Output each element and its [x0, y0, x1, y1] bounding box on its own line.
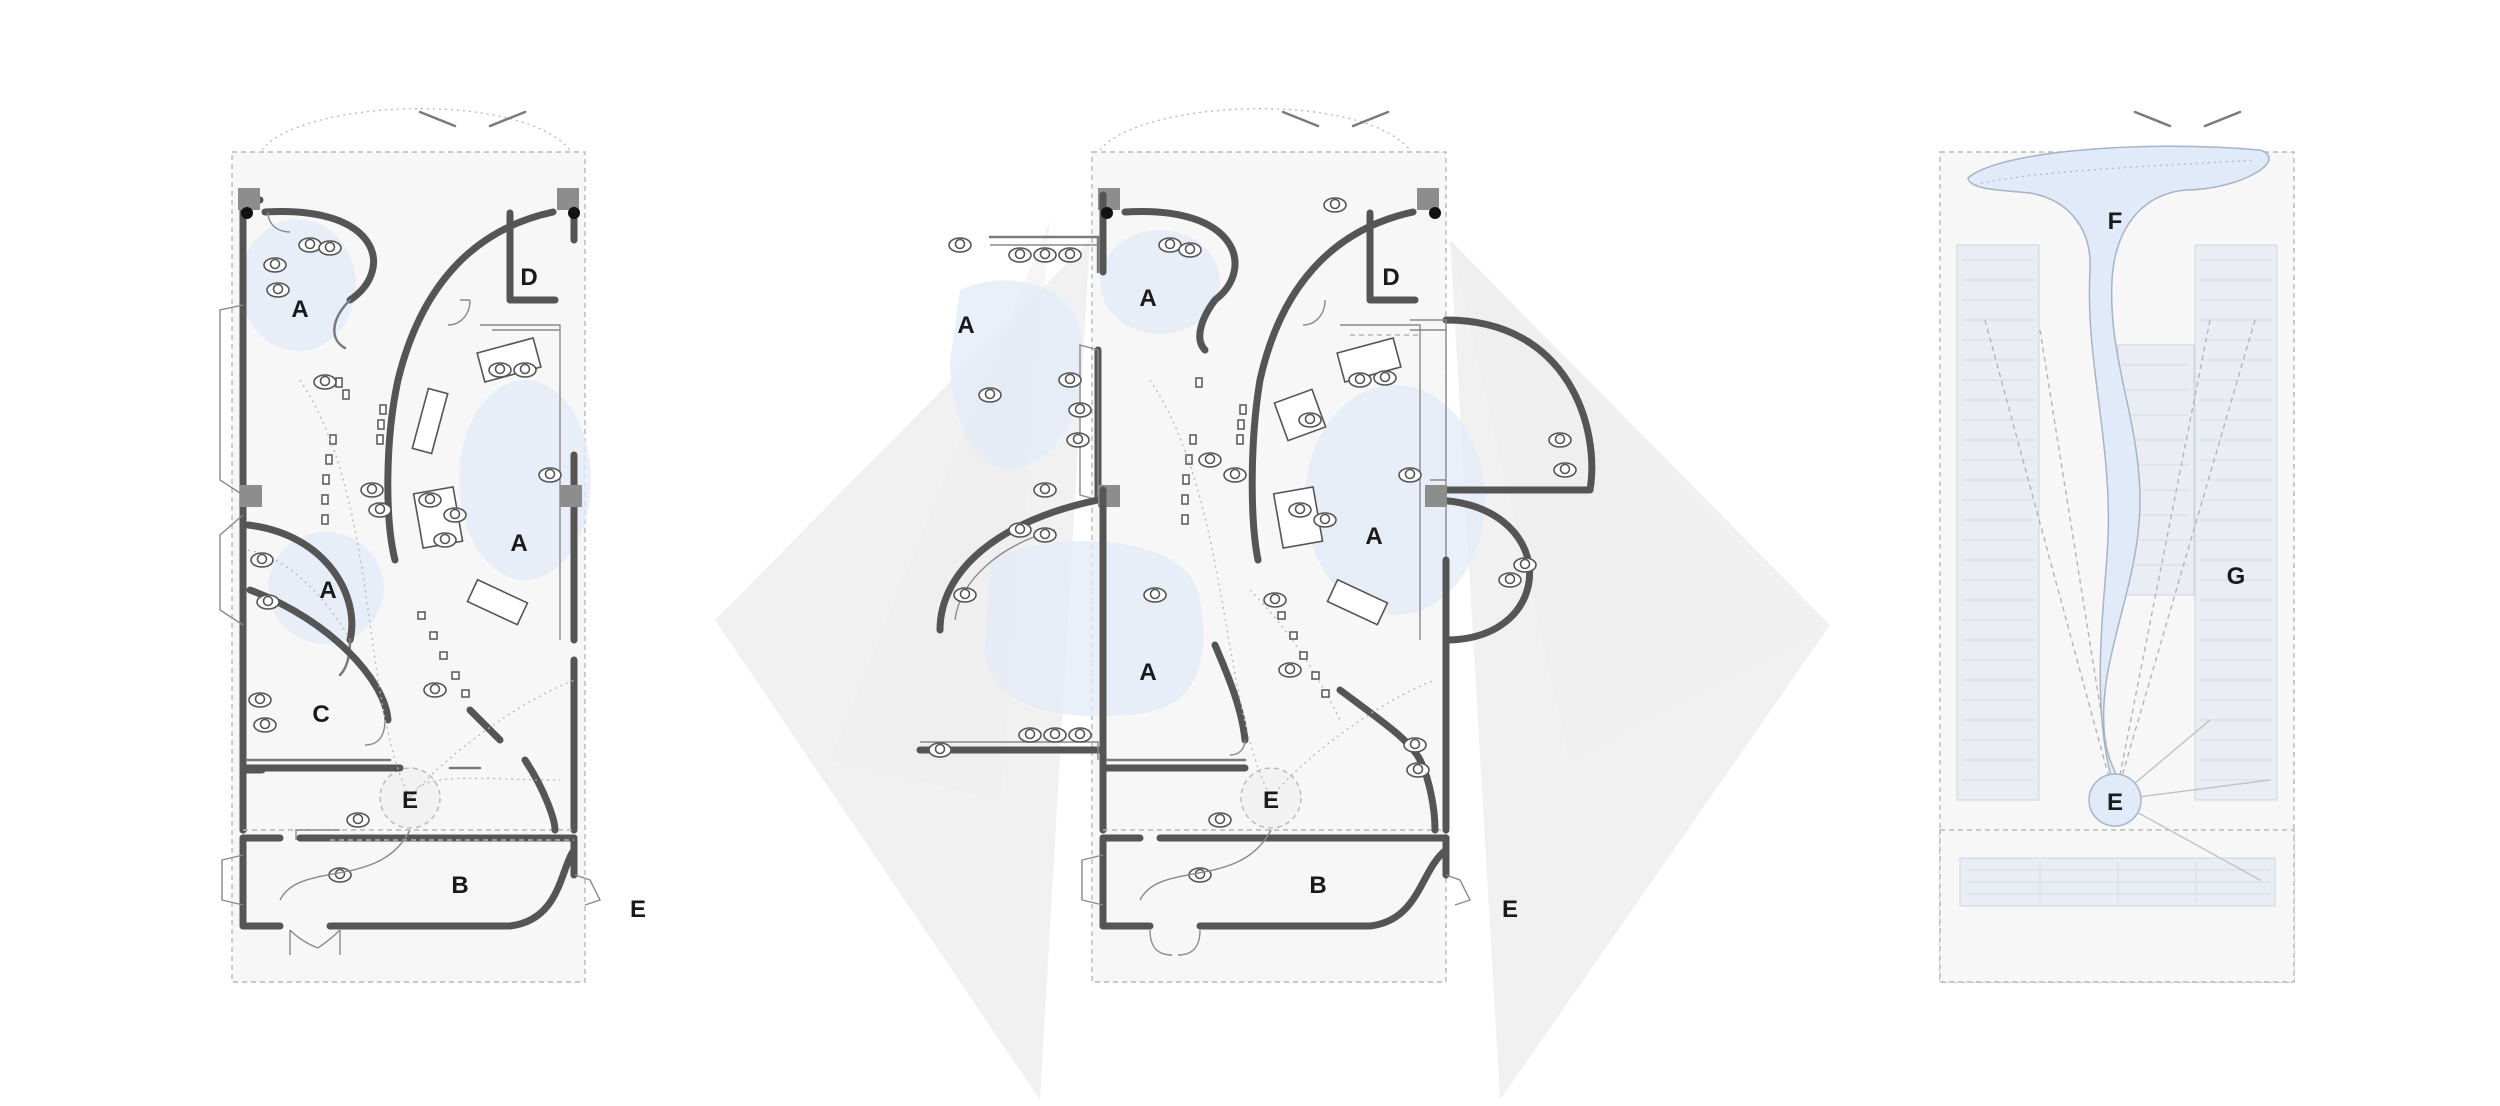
label-a: A	[1139, 285, 1156, 312]
hub-e-3	[2088, 773, 2142, 827]
label-d: D	[1382, 264, 1399, 291]
label-a: A	[510, 530, 527, 557]
plan-1-walls	[219, 188, 601, 955]
label-e: E	[1263, 787, 1279, 814]
room-d-walls	[506, 209, 559, 304]
curved-wall-4	[1121, 208, 1239, 354]
label-b: B	[451, 872, 468, 899]
label-a: A	[957, 312, 974, 339]
plan-2-walls	[1081, 188, 1471, 956]
shelving-bottom	[1959, 857, 2276, 907]
label-a: A	[1139, 659, 1156, 686]
furniture-2	[1272, 337, 1402, 626]
label-b: B	[1309, 872, 1326, 899]
label-e: E	[630, 896, 646, 923]
zone-a-right	[1305, 385, 1485, 615]
label-a: A	[1365, 523, 1382, 550]
zone-a-1	[240, 219, 356, 351]
curved-wall-5	[1248, 208, 1417, 564]
label-d: D	[520, 264, 537, 291]
plan-3-labels: F G E	[2107, 208, 2245, 816]
zone-a-2	[459, 380, 591, 580]
plan-2-labels: A A A D E B E	[957, 264, 1518, 923]
column-2	[568, 207, 580, 219]
curved-wall-1	[261, 208, 377, 304]
plan-3: F G E	[1939, 110, 2295, 983]
label-e: E	[402, 787, 418, 814]
label-a: A	[291, 296, 308, 323]
label-e: E	[1502, 896, 1518, 923]
funnel-f	[1967, 145, 2270, 781]
display-slots-1	[321, 377, 470, 698]
zone-a-bottom	[985, 540, 1204, 717]
display-slots-2	[1181, 377, 1330, 698]
label-c: C	[312, 701, 329, 728]
zone-a-left	[950, 280, 1083, 470]
shelving-left	[1956, 244, 2040, 801]
label-e: E	[2107, 789, 2123, 816]
label-g: G	[2227, 563, 2246, 590]
plan-1-labels: A A A C D E B E	[291, 264, 646, 923]
plan-2: A A A D E B E A	[715, 108, 1830, 1100]
label-f: F	[2108, 208, 2123, 235]
column-1	[241, 207, 253, 219]
plan-1: A A A C D E B E	[219, 108, 646, 983]
label-a: A	[319, 577, 336, 604]
hub-e-2	[1240, 767, 1302, 829]
column-4	[1429, 207, 1441, 219]
column-3	[1101, 207, 1113, 219]
